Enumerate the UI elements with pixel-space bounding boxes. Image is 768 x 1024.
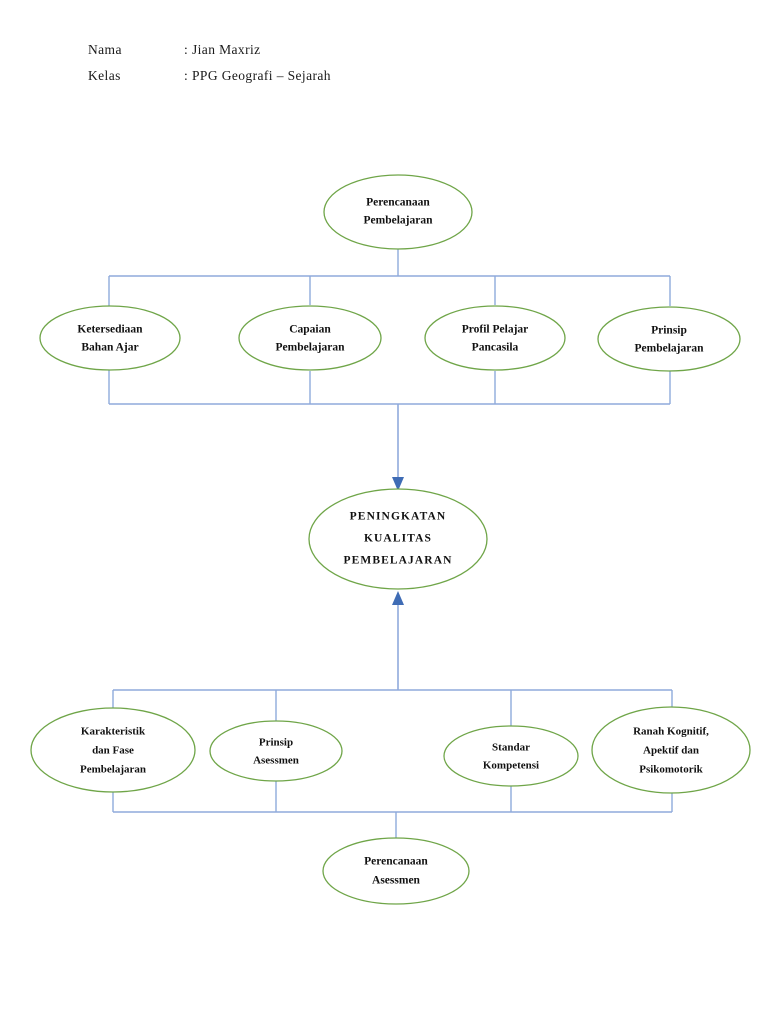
node-label-line-1: Ranah Kognitif, — [633, 726, 709, 738]
node-label-line-2: Asessmen — [253, 755, 299, 767]
node-label-line-3: Pembelajaran — [80, 764, 146, 776]
connector-layer — [108, 248, 673, 840]
node-label-line-1: Perencanaan — [364, 856, 428, 868]
node-ellipse-shape — [30, 707, 196, 793]
node-label-line-1: PENINGKATAN — [350, 511, 447, 523]
node-ellipse-shape — [591, 706, 751, 794]
node-label-line-2: Pancasila — [472, 342, 519, 354]
node-label-line-2: Bahan Ajar — [81, 342, 138, 354]
node-ellipse-shape — [308, 488, 488, 590]
node-label-line-3: Psikomotorik — [639, 764, 703, 776]
node-ketersediaan-bahan-ajar[interactable]: Ketersediaan Bahan Ajar — [39, 305, 181, 371]
node-peningkatan-kualitas-pembelajaran[interactable]: PENINGKATAN KUALITAS PEMBELAJARAN — [308, 488, 488, 590]
node-label-line-2: Asessmen — [372, 875, 421, 887]
node-label-line-2: Kompetensi — [483, 760, 539, 772]
node-ranah-kognitif-apektif-psikomotorik[interactable]: Ranah Kognitif, Apektif dan Psikomotorik — [591, 706, 751, 794]
node-label-line-1: Ketersediaan — [77, 324, 143, 336]
node-label-line-2: Pembelajaran — [364, 215, 434, 227]
header-row-kelas: Kelas : PPG Geografi – Sejarah — [88, 68, 508, 94]
node-label-line-1: Karakteristik — [81, 726, 146, 738]
node-ellipse-shape — [322, 837, 470, 905]
header-separator-kelas: : — [184, 68, 189, 83]
node-prinsip-asessmen[interactable]: Prinsip Asessmen — [209, 720, 343, 782]
header-value-nama: Jian Maxriz — [192, 42, 261, 57]
node-label-line-2: Apektif dan — [643, 745, 699, 757]
node-ellipse-shape — [424, 305, 566, 371]
node-label-line-1: Capaian — [289, 324, 331, 336]
node-label-line-1: Perencanaan — [366, 197, 430, 209]
node-label-line-2: KUALITAS — [364, 533, 432, 545]
node-perencanaan-pembelajaran[interactable]: Perencanaan Pembelajaran — [323, 174, 473, 250]
node-karakteristik-dan-fase-pembelajaran[interactable]: Karakteristik dan Fase Pembelajaran — [30, 707, 196, 793]
node-label-line-2: Pembelajaran — [635, 343, 705, 355]
header-separator-nama: : — [184, 42, 189, 57]
node-label-line-1: Profil Pelajar — [462, 324, 529, 336]
node-ellipse-shape — [323, 174, 473, 250]
node-label-line-2: Pembelajaran — [276, 342, 346, 354]
header-row-nama: Nama : Jian Maxriz — [88, 42, 508, 68]
node-label-line-1: Prinsip — [651, 325, 687, 337]
node-standar-kompetensi[interactable]: Standar Kompetensi — [443, 725, 579, 787]
arrow-head-down-icon — [392, 477, 404, 491]
node-label-line-1: Standar — [492, 742, 530, 754]
header-identity-block: Nama : Jian Maxriz Kelas : PPG Geografi … — [88, 42, 508, 94]
node-ellipse-shape — [39, 305, 181, 371]
node-profil-pelajar-pancasila[interactable]: Profil Pelajar Pancasila — [424, 305, 566, 371]
header-label-nama: Nama — [88, 42, 122, 57]
arrow-head-up-icon — [392, 591, 404, 605]
node-prinsip-pembelajaran[interactable]: Prinsip Pembelajaran — [597, 306, 741, 372]
node-label-line-2: dan Fase — [92, 745, 134, 757]
node-capaian-pembelajaran[interactable]: Capaian Pembelajaran — [238, 305, 382, 371]
node-label-line-1: Prinsip — [259, 737, 293, 749]
node-ellipse-shape — [597, 306, 741, 372]
node-ellipse-shape — [443, 725, 579, 787]
node-ellipse-shape — [238, 305, 382, 371]
header-label-kelas: Kelas — [88, 68, 121, 83]
header-value-kelas: PPG Geografi – Sejarah — [192, 68, 331, 83]
node-ellipse-shape — [209, 720, 343, 782]
node-perencanaan-asessmen[interactable]: Perencanaan Asessmen — [322, 837, 470, 905]
node-label-line-3: PEMBELAJARAN — [343, 555, 452, 567]
